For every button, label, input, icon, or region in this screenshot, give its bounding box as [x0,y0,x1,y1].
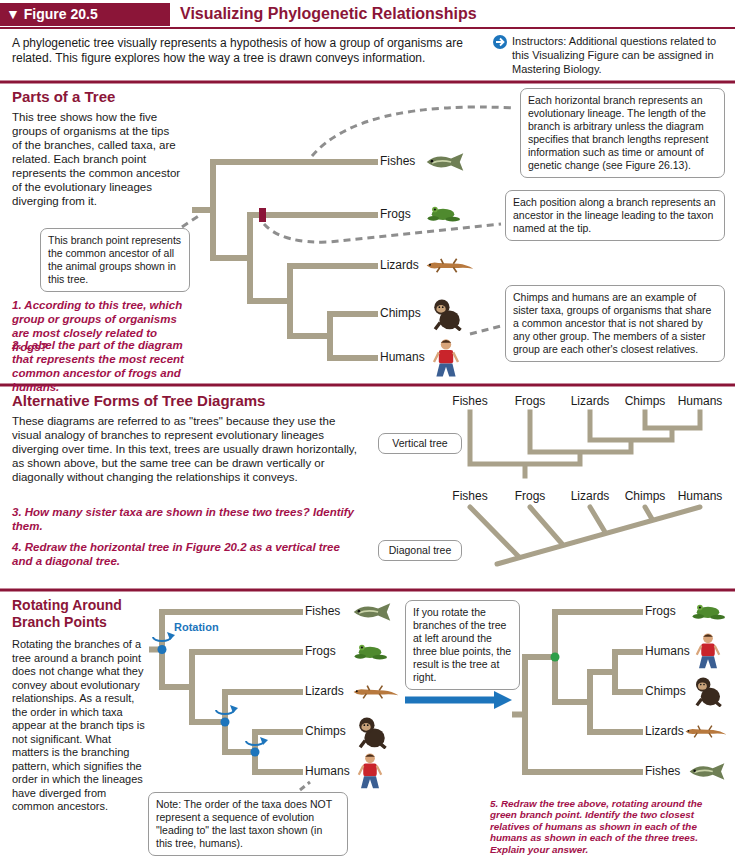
taxon-label: Frogs [645,604,691,618]
taxon-label: Humans [670,489,730,503]
taxon-label: Fishes [380,154,432,168]
frog-picture [428,207,460,222]
rotation-label: Rotation [174,621,224,633]
chimp-picture [359,718,385,749]
question: 5. Redraw the tree above, rotating aroun… [490,798,727,855]
section-rule [0,81,735,84]
human-picture [359,753,382,788]
taxon-label: Humans [670,394,730,408]
callout-text: Chimps and humans are an example of sist… [513,291,717,356]
taxon-label: Chimps [615,489,675,503]
callout-box: If you rotate the branches of the tree a… [405,600,520,690]
fish-picture [690,763,725,780]
fish-picture [354,603,391,620]
tree-branches [152,612,300,772]
human-picture [697,633,720,668]
frog-picture [355,645,387,660]
lizard-picture [427,259,474,272]
taxon-label: Fishes [440,489,500,503]
taxon-label: Chimps [305,724,353,738]
section-heading: Parts of a Tree [12,88,312,106]
instructor-icon [493,35,507,49]
taxon-label: Lizards [645,724,691,738]
question: 4. Redraw the horizontal tree in Figure … [12,540,357,568]
note-box: Note: The order of the taxa does NOT rep… [148,792,348,856]
lizard-picture [685,726,726,738]
intro-text: A phylogenetic tree visually represents … [12,36,477,66]
lizard-picture [354,686,399,699]
body-text: Rotating the branches of a tree around a… [12,638,148,814]
human-picture [434,339,458,376]
taxon-label: Fishes [440,394,500,408]
header-tab [0,3,170,26]
figure-title: Visualizing Phylogenetic Relationships [180,5,477,23]
question: 3. How many sister taxa are shown in the… [12,505,357,533]
rotation-marks [153,632,268,757]
header-rule [0,27,735,29]
section-rule [0,589,735,592]
taxon-label: Chimps [380,306,432,320]
callout-text: Each position along a branch represents … [513,196,717,235]
taxon-label: Humans [305,764,353,778]
callout-box: This branch point represents the common … [40,228,190,292]
taxon-label: Chimps [645,684,691,698]
leader-lines [182,107,516,334]
body-text: This tree shows how the five groups of o… [12,110,182,208]
section-rule [0,384,735,387]
leader-lines [300,782,310,790]
callout-box: Each position along a branch represents … [505,190,725,241]
taxon-label: Frogs [500,489,560,503]
instructor-note: Instructors: Additional questions relate… [512,34,727,76]
callout-text: Diagonal tree [384,544,456,557]
callout-text: Each horizontal branch represents an evo… [528,94,717,172]
tree-branches [470,507,700,564]
callout-text: Vertical tree [384,437,456,450]
taxon-label: Lizards [560,489,620,503]
body-text: These diagrams are referred to as "trees… [12,414,357,484]
callout-text: If you rotate the branches of the tree a… [413,606,512,684]
taxon-label: Lizards [380,258,432,272]
callout-text: This branch point represents the common … [48,234,182,286]
taxon-label: Humans [380,350,432,364]
figure-number: ▼ Figure 20.5 [6,6,166,22]
tree-branches [470,412,700,476]
question: 2. Label the part of the diagram that re… [12,338,192,394]
tree-branches [195,162,375,358]
taxon-label: Lizards [305,684,353,698]
taxon-label: Lizards [560,394,620,408]
callout-box: Chimps and humans are an example of sist… [505,285,725,362]
result-arrow [405,691,512,709]
callout-box: Each horizontal branch represents an evo… [520,88,725,178]
taxon-label: Chimps [615,394,675,408]
green-branch-point [551,653,560,662]
section-heading: Alternative Forms of Tree Diagrams [12,392,372,410]
fish-picture [427,153,464,170]
taxon-label: Frogs [380,207,432,221]
chimp-picture [434,300,460,331]
tree-branches [515,612,640,772]
tree-type-box: Vertical tree [378,433,462,454]
taxon-label: Frogs [305,644,353,658]
callout-text: Note: The order of the taxa does NOT rep… [156,798,340,850]
taxon-label: Frogs [500,394,560,408]
tree-type-box: Diagonal tree [378,540,462,561]
taxon-label: Fishes [305,604,353,618]
chimp-picture [696,677,721,706]
taxon-label: Fishes [645,764,691,778]
frog-picture [693,605,725,620]
lineage-marker [259,208,266,222]
section-heading: Rotating Around Branch Points [12,597,147,631]
taxon-label: Humans [645,644,691,658]
